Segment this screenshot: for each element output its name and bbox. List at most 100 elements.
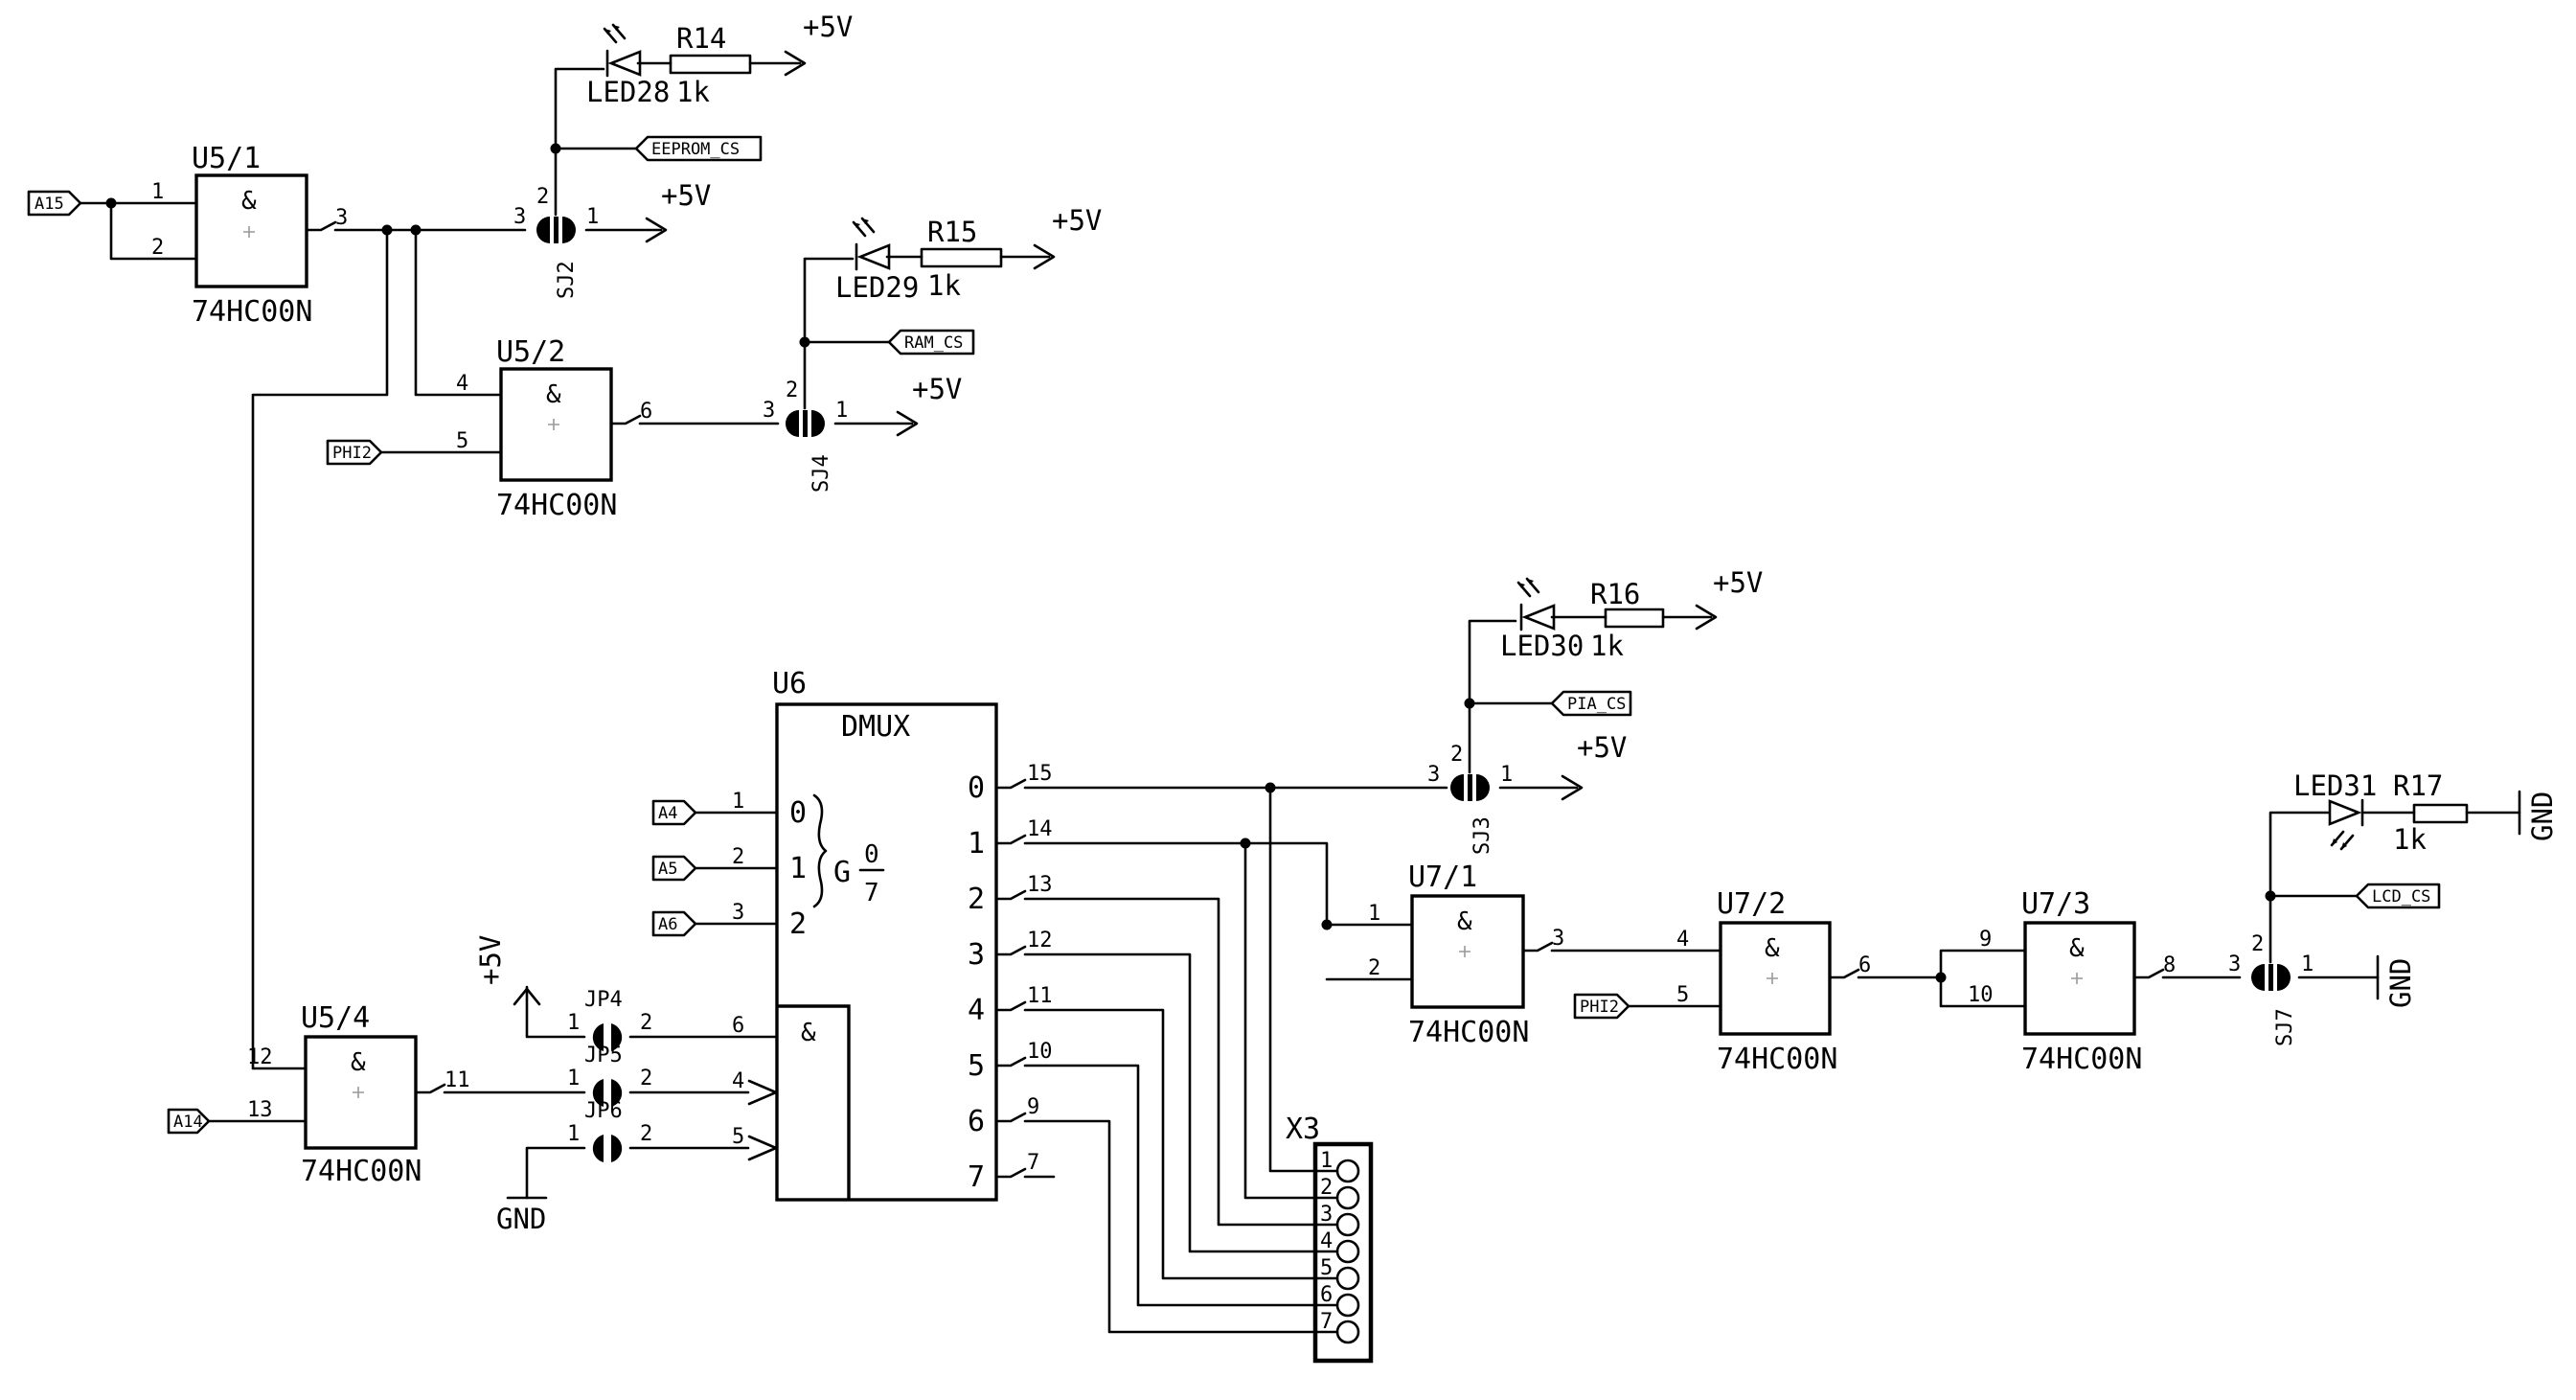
port-label: LCD_CS: [2372, 887, 2430, 907]
pin-number: 2: [1368, 956, 1380, 980]
resistor-ref: R15: [927, 216, 977, 248]
pin-number: 3: [763, 399, 775, 423]
pin-number: 1: [835, 399, 848, 423]
gate-u7-3: & U7/3 74HC00N 9 10 8: [1968, 887, 2176, 1076]
pin-number: 3: [732, 901, 744, 925]
solder-jumper-sj4: SJ4 3 1 2: [763, 379, 848, 493]
port-label: PHI2: [332, 444, 372, 463]
demux-out-label: 7: [968, 1160, 985, 1194]
pin-number: 3: [335, 206, 348, 230]
led-ref: LED28: [586, 76, 670, 108]
gate-part: 74HC00N: [192, 295, 312, 329]
demux-g-num: 0: [864, 840, 879, 869]
vcc-label-sj4: +5V: [912, 373, 962, 405]
pin-number: 2: [640, 1011, 652, 1035]
demux-out-label: 6: [968, 1105, 985, 1138]
gate-symbol: &: [241, 187, 257, 216]
demux-out-label: 4: [968, 994, 985, 1027]
pin-number: 8: [2163, 953, 2176, 977]
demux-g-den: 7: [864, 879, 879, 907]
demux-type: DMUX: [841, 710, 910, 744]
junctions: [105, 143, 2276, 983]
vcc-label-jp4: +5V: [474, 935, 507, 985]
port-label: A15: [34, 195, 64, 214]
vcc-label-r16: +5V: [1713, 566, 1763, 599]
pin-number: 1: [567, 1011, 580, 1035]
port-label: EEPROM_CS: [651, 140, 740, 159]
led-ref: LED30: [1500, 630, 1584, 662]
demux-out-label: 5: [968, 1049, 985, 1083]
port-lcd-cs: LCD_CS: [2355, 883, 2441, 909]
pin-number: 5: [456, 429, 468, 453]
demux-out-label: 3: [968, 938, 985, 972]
gate-part: 74HC00N: [1717, 1043, 1837, 1076]
pin-number: 3: [2228, 952, 2241, 976]
led-ref: LED31: [2293, 769, 2377, 802]
jumper-ref: SJ2: [555, 261, 579, 299]
gate-u7-1: & U7/1 74HC00N 1 2 3: [1368, 861, 1564, 1049]
led-led31: LED31: [2293, 769, 2377, 851]
pin-number: 2: [151, 236, 164, 260]
pin-number: 4: [1676, 928, 1689, 952]
pin-number: 5: [732, 1125, 744, 1149]
pin-number: 13: [247, 1098, 273, 1122]
port-label: A6: [658, 915, 677, 934]
pin-number: 11: [445, 1068, 470, 1092]
led-led30: LED30: [1500, 577, 1584, 662]
resistor-value: 1k: [676, 76, 710, 108]
jumper-ref: JP5: [584, 1044, 623, 1067]
gate-ref: U7/3: [2021, 887, 2090, 921]
port-eeprom-cs: EEPROM_CS: [634, 135, 763, 162]
gate-ref: U5/1: [192, 142, 261, 175]
connector-pin: 6: [1320, 1283, 1333, 1307]
jumper-jp6: JP6 1 2: [567, 1099, 652, 1162]
pin-number: 2: [640, 1067, 652, 1090]
connector-pin: 7: [1320, 1310, 1333, 1334]
port-a4: A4: [651, 799, 697, 826]
gate-ref: U7/1: [1408, 861, 1477, 894]
pin-number: 12: [1027, 929, 1053, 952]
pin-number: 1: [1500, 763, 1513, 787]
connector-pin: 3: [1320, 1203, 1333, 1227]
port-pia-cs: PIA_CS: [1550, 690, 1632, 717]
jumper-ref: JP4: [584, 988, 623, 1012]
connector-ref: X3: [1286, 1113, 1320, 1146]
gate-ref: U5/4: [301, 1001, 370, 1035]
pin-number: 2: [2251, 932, 2264, 956]
connector-pin: 4: [1320, 1229, 1333, 1253]
jumper-ref: JP6: [584, 1099, 623, 1123]
pin-number: 10: [1968, 983, 1994, 1007]
pin-number: 1: [567, 1067, 580, 1090]
gate-symbol: &: [1457, 907, 1472, 936]
jumper-jp5: JP5 1 2: [567, 1044, 652, 1107]
pin-number: 3: [513, 205, 526, 229]
pin-number: 1: [567, 1122, 580, 1146]
led-led28: LED28: [586, 23, 670, 108]
demux-g-label: G: [833, 856, 851, 889]
port-label: A14: [173, 1113, 203, 1132]
solder-jumper-sj7: SJ7 3 1 2: [2228, 932, 2314, 1046]
port-phi2-b: PHI2: [1573, 993, 1630, 1020]
pin-number: 3: [1427, 763, 1440, 787]
power-symbols: +5V +5V +5V +5V +5V +5V +5V GND GND GND: [474, 11, 2559, 1235]
vcc-label-r15: +5V: [1052, 204, 1102, 237]
gate-symbol: &: [546, 380, 561, 409]
jumper-jp4: JP4 1 2: [567, 988, 652, 1051]
pin-number: 4: [456, 372, 468, 396]
demux-out-label: 1: [968, 827, 985, 861]
pin-number: 2: [536, 185, 549, 209]
resistor-value: 1k: [1590, 630, 1624, 662]
pin-number: 3: [1552, 927, 1564, 951]
port-label: PHI2: [1580, 998, 1619, 1017]
port-a6: A6: [651, 910, 697, 937]
led-led29: LED29: [835, 217, 919, 304]
resistor-r16: R16 1k: [1590, 578, 1665, 662]
gnd-label-sj7: GND: [2384, 958, 2417, 1008]
pin-number: 2: [640, 1122, 652, 1146]
gate-ref: U7/2: [1717, 887, 1786, 921]
pin-number: 1: [586, 205, 599, 229]
pin-number: 9: [1027, 1095, 1039, 1119]
resistor-ref: R16: [1590, 578, 1640, 610]
pin-number: 9: [1979, 928, 1992, 952]
vcc-label-sj3: +5V: [1577, 731, 1627, 764]
